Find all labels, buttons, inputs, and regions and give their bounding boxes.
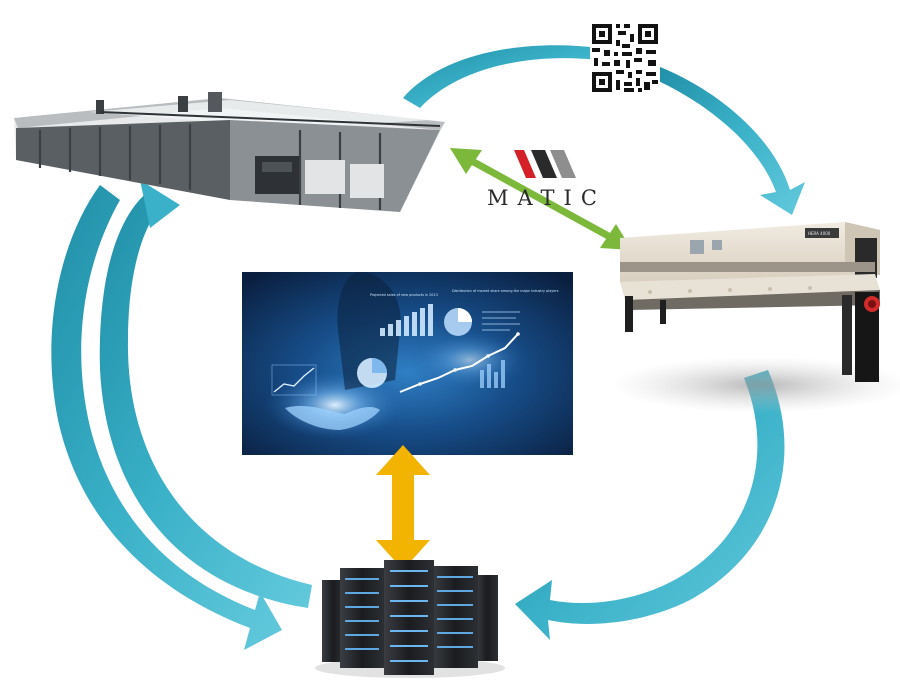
server-rack-left	[340, 568, 384, 668]
flow-arrow-table-to-qr	[403, 45, 600, 108]
flow-arrow-qr-to-shear	[652, 65, 805, 215]
brand-name: MATIC	[487, 186, 606, 210]
dashboard-caption-right: Distribution of market share among the m…	[452, 289, 559, 293]
server-rack-left-back	[322, 580, 344, 662]
server-rack-icon	[315, 560, 505, 678]
dashboard-pie-right	[444, 308, 472, 336]
dashboard-line-chart-left	[271, 364, 317, 396]
dashboard-line-chart	[399, 333, 519, 393]
flow-arrow-shear-to-servers	[515, 370, 785, 640]
data-link-double-arrow	[376, 445, 430, 570]
analytics-dashboard-image: Projected sales of new products in 2013 …	[242, 272, 573, 455]
cutting-table-machine-icon	[14, 92, 445, 212]
flow-arrow-servers-to-table-outer	[99, 180, 312, 608]
dashboard-bar-chart	[380, 304, 433, 336]
server-rack-right-back	[476, 575, 498, 661]
dashboard-pie-center	[357, 358, 387, 388]
brand-logo-grey-block	[550, 150, 576, 178]
flow-arrow-table-to-servers-outer	[51, 185, 282, 650]
shear-model-plate: HERA 4000	[808, 231, 831, 236]
dashboard-caption-top: Projected sales of new products in 2013	[370, 293, 438, 297]
brand-logo: MATIC	[487, 150, 606, 210]
brand-logo-red-block	[514, 150, 536, 178]
qr-code-icon	[590, 22, 660, 94]
server-rack-center	[384, 560, 434, 675]
shear-machine-icon: HERA 4000	[610, 222, 900, 413]
server-rack-right	[432, 566, 478, 668]
brand-logo-dark-block	[531, 150, 557, 178]
